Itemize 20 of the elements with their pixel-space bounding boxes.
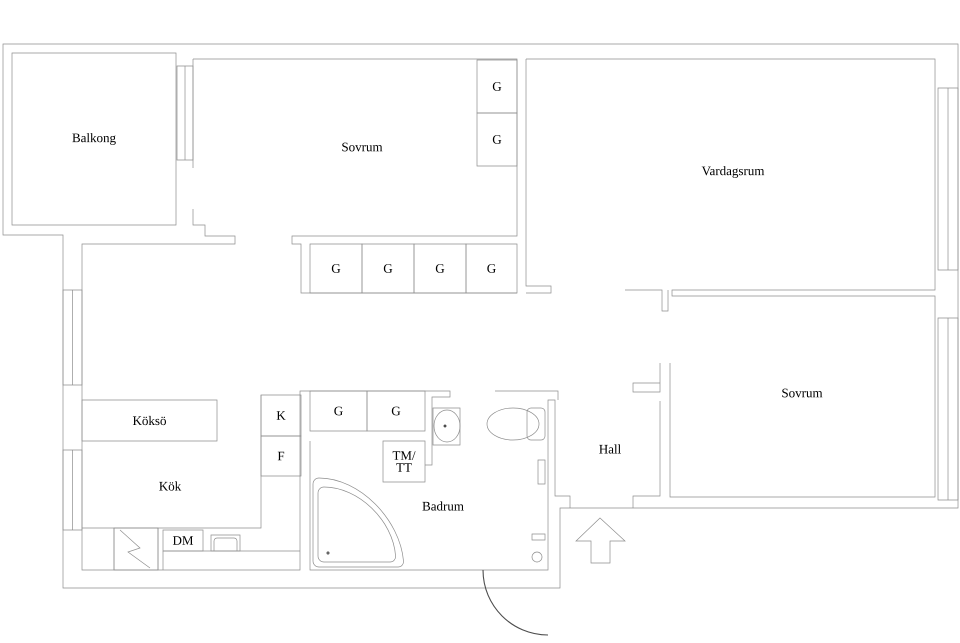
room-label: Hall	[599, 444, 621, 454]
cabinet-box: G	[366, 390, 426, 432]
cabinet-box: TM/ TT	[382, 440, 426, 482]
room-label: Vardagsrum	[702, 166, 764, 178]
cabinet-box: K	[260, 394, 302, 436]
cabinet-box: G	[476, 112, 518, 166]
cabinet-box: G	[414, 244, 466, 294]
balcony-box: Balkong	[12, 52, 176, 226]
room-label: Sovrum	[342, 142, 382, 152]
room-label: Sovrum	[782, 388, 822, 398]
cabinet-box: G	[310, 390, 368, 432]
cabinet-box: Köksö	[82, 400, 218, 442]
room-label: Badrum	[422, 501, 464, 511]
cabinet-box: G	[466, 244, 518, 294]
cabinet-box: DM	[162, 530, 204, 552]
cabinet-box: G	[476, 60, 518, 114]
cabinet-box: G	[310, 244, 362, 294]
cabinet-box: G	[362, 244, 414, 294]
room-label: Kök	[159, 481, 182, 491]
cabinet-box: F	[260, 436, 302, 476]
